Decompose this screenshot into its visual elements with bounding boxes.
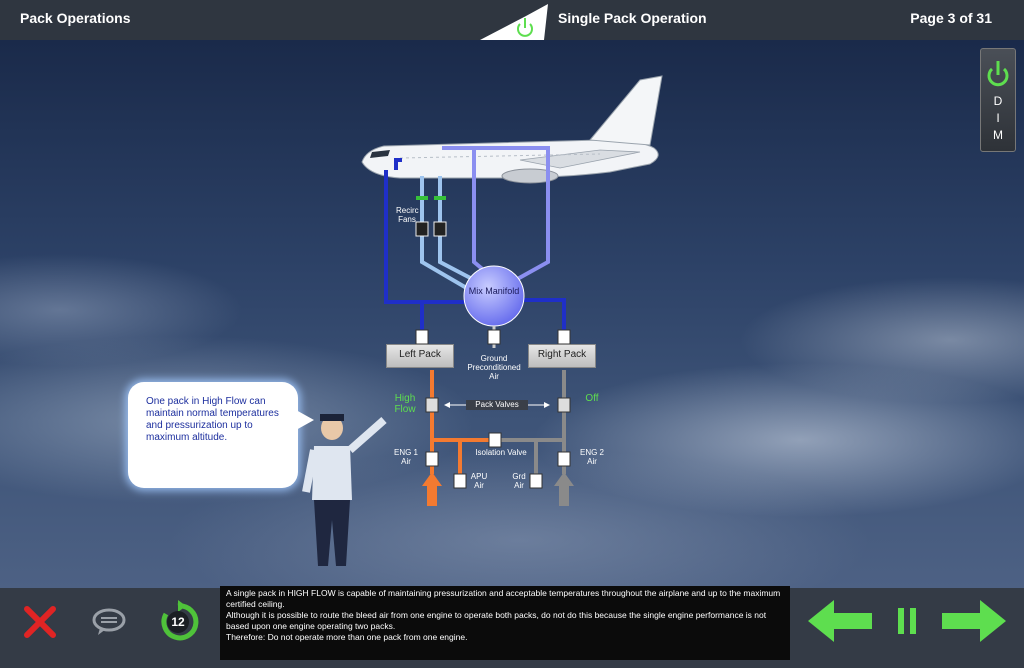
replay-icon (161, 600, 199, 641)
eng2-valve-icon (557, 451, 571, 467)
ground-preconditioned-air-label: Ground Preconditioned Air (467, 354, 521, 381)
replay-button[interactable]: 12 (156, 600, 200, 644)
ground-preconditioned-valve-icon (487, 329, 501, 345)
isolation-valve-icon (488, 432, 502, 448)
comment-button[interactable] (92, 608, 126, 636)
eng2-air-label: ENG 2 Air (579, 448, 604, 466)
off-label: Off (585, 393, 599, 404)
high-flow-label: High Flow (394, 393, 416, 415)
right-pack-outlet-valve-icon (557, 329, 571, 345)
dim-button[interactable]: D I M (980, 48, 1016, 152)
right-pack-box: Right Pack (528, 344, 596, 368)
next-button[interactable] (940, 596, 1008, 646)
dim-letter: D (993, 94, 1003, 108)
dim-letter: M (993, 128, 1003, 142)
right-pack-valve-icon (557, 397, 571, 413)
mix-manifold-icon (463, 265, 525, 327)
recirc-fan-icon (415, 221, 429, 237)
recirc-duct (420, 176, 479, 292)
apu-valve-icon (453, 473, 467, 489)
left-pack-outlet-valve-icon (415, 329, 429, 345)
dim-letters: D I M (981, 93, 1015, 144)
pause-button[interactable] (896, 606, 918, 636)
exit-button[interactable] (22, 604, 58, 640)
eng2-arrow-icon (554, 472, 574, 506)
left-bleed-duct (430, 370, 490, 476)
grd-air-label: Grd Air (512, 472, 526, 490)
recirc-fan-indicator (416, 196, 428, 200)
pack-valves-label: Pack Valves (466, 400, 528, 410)
arrow-left-icon (444, 402, 450, 408)
dim-letter: I (996, 111, 1000, 125)
recirc-fan-indicator (434, 196, 446, 200)
right-bleed-duct (500, 370, 566, 476)
apu-air-label: APU Air (470, 472, 488, 490)
page-indicator: Page 3 of 31 (910, 10, 992, 26)
page-title: Single Pack Operation (558, 10, 707, 26)
tail-logo-icon (480, 4, 548, 40)
eng1-arrow-icon (422, 472, 442, 506)
recirc-fans-label: Recirc Fans (396, 206, 419, 224)
narration-line: A single pack in HIGH FLOW is capable of… (226, 588, 781, 609)
narration-text-panel: A single pack in HIGH FLOW is capable of… (220, 586, 790, 660)
airplane-icon (361, 75, 663, 184)
replay-count: 12 (171, 615, 185, 629)
left-pack-valve-icon (425, 397, 439, 413)
speech-bubble: One pack in High Flow can maintain norma… (128, 382, 298, 488)
left-pack-box: Left Pack (386, 344, 454, 368)
speech-bubble-text: One pack in High Flow can maintain norma… (146, 396, 279, 443)
narration-line: Although it is possible to route the ble… (226, 610, 767, 631)
narration-line: Therefore: Do not operate more than one … (226, 632, 468, 642)
power-icon (987, 61, 1009, 87)
mix-manifold-label: Mix Manifold (468, 286, 520, 296)
section-title: Pack Operations (20, 10, 131, 26)
arrow-right-icon (544, 402, 550, 408)
header-bar: Pack Operations Single Pack Operation Pa… (0, 0, 1024, 40)
eng1-air-label: ENG 1 Air (393, 448, 418, 466)
pilot-icon (302, 414, 387, 566)
recirc-fan-icon (433, 221, 447, 237)
back-button[interactable] (806, 596, 874, 646)
speech-bubble-tail (296, 410, 314, 430)
grd-air-valve-icon (529, 473, 543, 489)
isolation-valve-label: Isolation Valve (475, 448, 527, 457)
air-conditioning-diagram (302, 75, 663, 566)
eng1-valve-icon (425, 451, 439, 467)
